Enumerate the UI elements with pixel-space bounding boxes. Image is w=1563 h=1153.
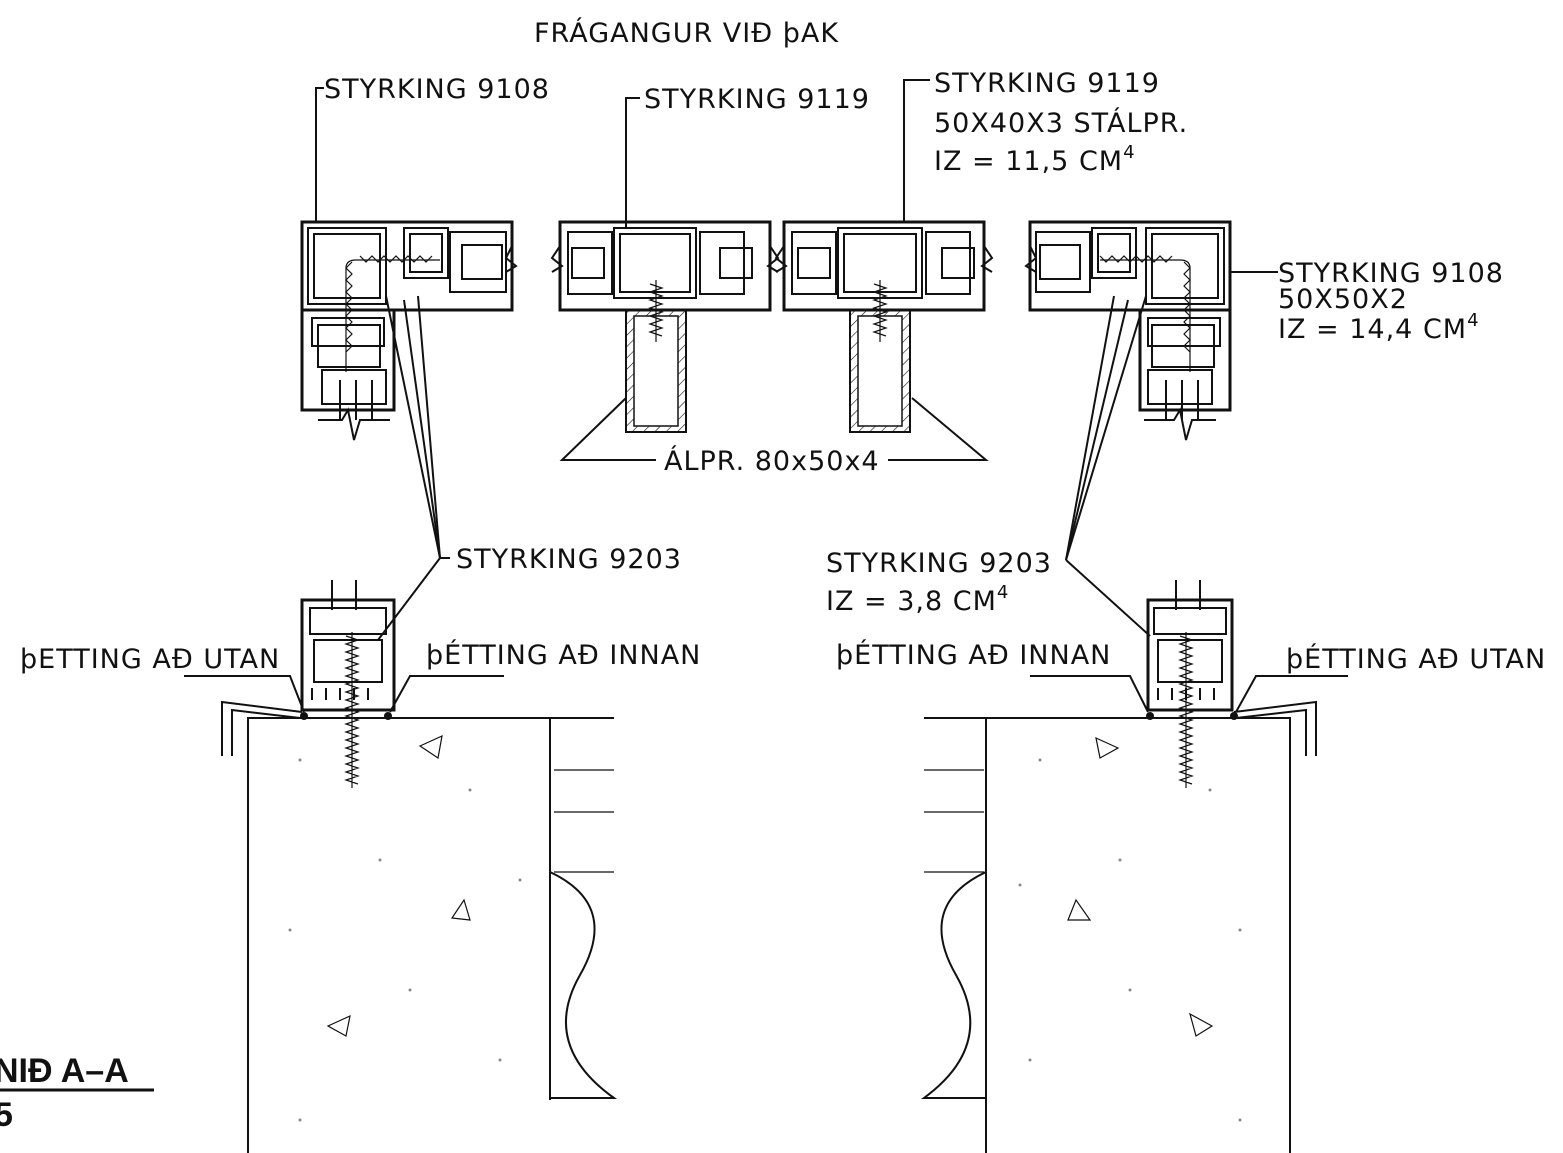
- label-styrking-9108-right-2: 50X50X2: [1278, 284, 1408, 315]
- drawing-title: FRÁGANGUR VIÐ þAK: [534, 17, 839, 49]
- label-styrking-9119-right-3: IZ = 11,5 CM4: [934, 142, 1136, 177]
- label-styrking-9203-right-2: IZ = 3,8 CM4: [826, 582, 1009, 617]
- sill-left: [184, 580, 504, 788]
- wall-right: [920, 717, 1291, 1153]
- label-styrking-9203-left: STYRKING 9203: [456, 544, 682, 575]
- section-scale: 5: [0, 1096, 13, 1134]
- leader-lines-top: [315, 79, 1278, 641]
- label-thetting-innan-left: þÉTTING AÐ INNAN: [426, 639, 701, 671]
- label-thetting-utan-left: þETTING AÐ UTAN: [20, 644, 280, 675]
- label-styrking-9119-left: STYRKING 9119: [644, 84, 870, 115]
- profile-top-center-left: [550, 220, 780, 433]
- profile-top-left: [300, 220, 518, 441]
- label-alpr: ÁLPR. 80x50x4: [664, 445, 880, 477]
- profile-top-right: [1024, 220, 1232, 441]
- label-styrking-9203-right-1: STYRKING 9203: [826, 548, 1052, 579]
- label-styrking-9108-right-3: IZ = 14,4 CM4: [1278, 310, 1480, 345]
- label-styrking-9108-right-1: STYRKING 9108: [1278, 258, 1504, 289]
- section-title: NIÐ A–A: [0, 1052, 129, 1090]
- label-styrking-9119-right-1: STYRKING 9119: [934, 68, 1160, 99]
- label-thetting-innan-right: þÉTTING AÐ INNAN: [836, 639, 1111, 671]
- label-thetting-utan-right: þÉTTING AÐ UTAN: [1286, 643, 1546, 675]
- profile-top-center-right: [774, 220, 994, 433]
- wall-left: [247, 717, 618, 1153]
- sill-right: [1030, 580, 1348, 788]
- label-styrking-9119-right-2: 50X40X3 STÁLPR.: [934, 107, 1188, 139]
- label-styrking-9108-left: STYRKING 9108: [324, 74, 550, 105]
